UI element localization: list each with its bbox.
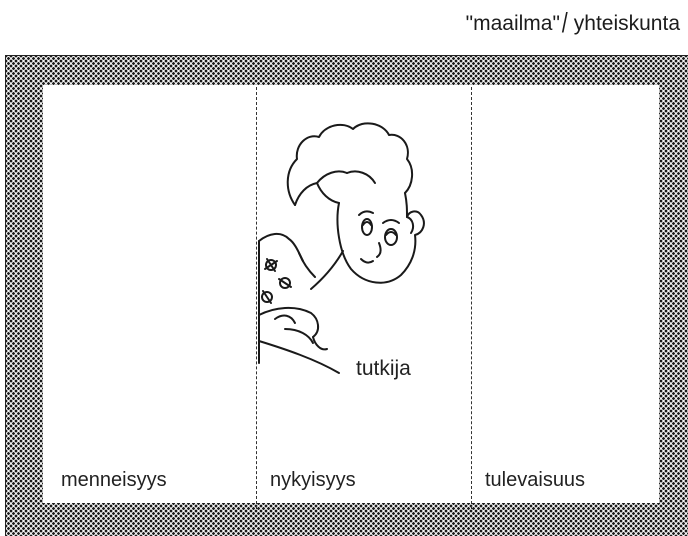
section-label-future: tulevaisuus (485, 469, 586, 491)
divider-present-future (471, 87, 472, 509)
divider-past-present (256, 87, 257, 509)
researcher-label: tutkija (356, 357, 411, 380)
timeline-panel: tutkija menneisyys nykyisyys tulevaisuus (43, 85, 659, 509)
title-society: yhteiskunta (573, 12, 680, 35)
section-label-present: nykyisyys (270, 469, 356, 491)
title-world: "maailma" (465, 12, 560, 35)
section-label-past: menneisyys (61, 469, 167, 491)
title: "maailma"/yhteiskunta (465, 8, 680, 38)
title-separator: / (561, 8, 568, 39)
researcher-illustration (258, 122, 425, 374)
